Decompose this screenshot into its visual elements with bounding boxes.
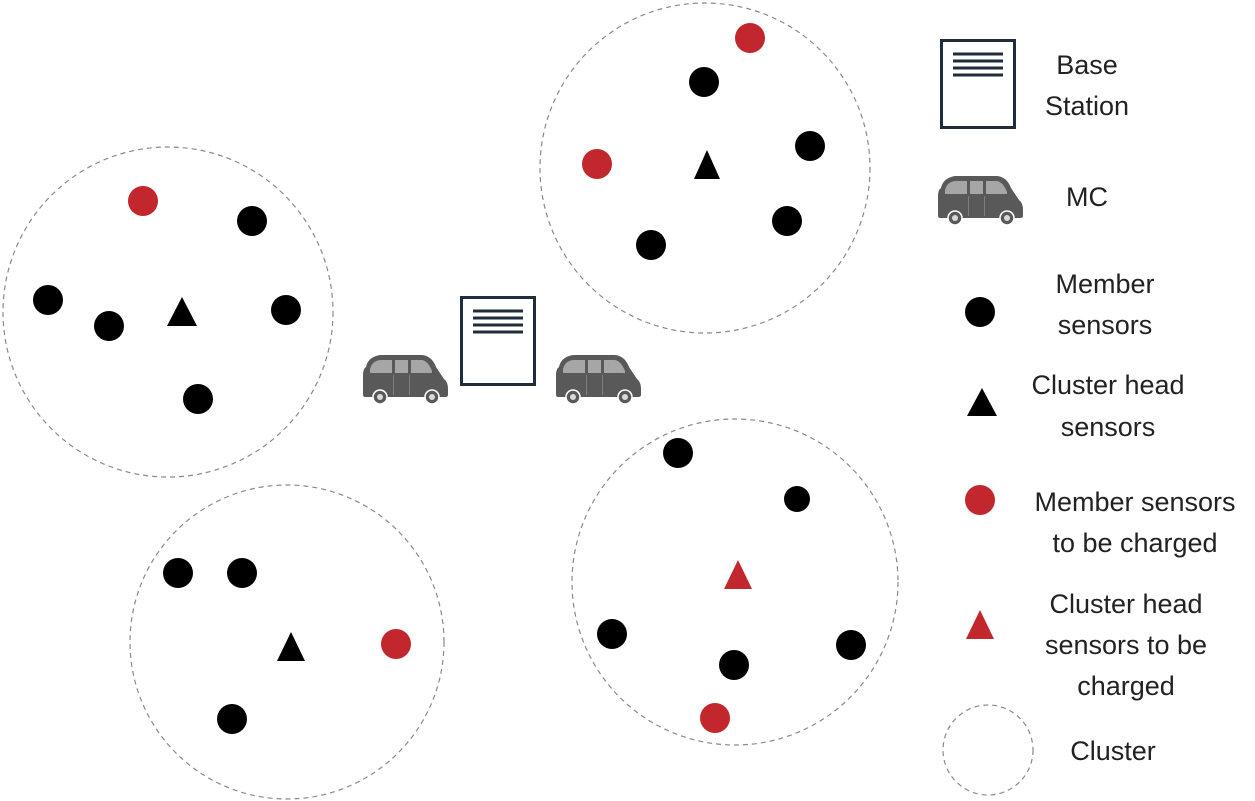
legend-label-line: Cluster head: [1031, 370, 1184, 400]
legend-label-line: MC: [1066, 182, 1108, 212]
mobile-charger-van-icon: [555, 354, 642, 405]
member-sensor-to-charge: [128, 186, 158, 216]
legend-member-charge-label: Member sensors to be charged: [1034, 487, 1235, 558]
member-sensor: [227, 558, 257, 588]
legend-cluster-label: Cluster: [1070, 736, 1156, 766]
legend-cluster-circle: [942, 704, 1034, 796]
legend-label-line: Member sensors: [1034, 487, 1235, 517]
cluster-head-sensor: [277, 632, 305, 661]
legend-label-line: Cluster head: [1049, 589, 1202, 619]
base-station-icon: [460, 296, 536, 386]
member-sensor: [237, 206, 267, 236]
member-sensor: [836, 630, 866, 660]
mobile-charger-van-icon: [937, 175, 1024, 226]
member-sensor: [183, 384, 213, 414]
cluster-head-sensor-to-charge: [724, 560, 752, 589]
member-sensor-to-charge: [381, 629, 411, 659]
member-sensor-to-charge: [700, 703, 730, 733]
cluster-circle: [129, 484, 445, 800]
member-sensor-to-charge: [735, 23, 765, 53]
member-sensor: [689, 67, 719, 97]
member-sensor: [33, 285, 63, 315]
legend-member-label: Member sensors: [1055, 269, 1154, 340]
legend-label-line: sensors to be: [1045, 630, 1207, 660]
member-sensor-to-charge: [582, 149, 612, 179]
cluster-circle: [539, 2, 871, 334]
member-sensor: [795, 131, 825, 161]
member-sensor: [597, 619, 627, 649]
member-sensor: [663, 438, 693, 468]
legend-cluster-head-triangle: [967, 388, 997, 416]
cluster-circle: [571, 418, 899, 746]
legend-label-line: Base: [1056, 50, 1118, 80]
member-sensor: [636, 230, 666, 260]
member-sensor: [163, 558, 193, 588]
member-sensor: [217, 704, 247, 734]
legend-label-line: to be charged: [1052, 528, 1217, 558]
legend-label-line: Cluster: [1070, 736, 1156, 766]
member-sensor: [719, 650, 749, 680]
legend-cluster-head-label: Cluster head sensors: [1031, 370, 1184, 442]
legend-label-line: sensors: [1061, 412, 1156, 442]
cluster-head-sensor: [167, 297, 197, 326]
cluster-head-sensor: [694, 150, 720, 179]
legend-head-charge-triangle: [966, 610, 994, 639]
legend-label-line: sensors: [1058, 310, 1153, 340]
legend-head-charge-label: Cluster head sensors to be charged: [1045, 589, 1207, 701]
member-sensor: [772, 206, 802, 236]
base-station-icon: [940, 39, 1016, 129]
legend-label-line: Member: [1055, 269, 1154, 299]
mobile-charger-van-icon: [362, 354, 449, 405]
legend-label-line: charged: [1077, 671, 1175, 701]
legend-mc-label: MC: [1066, 182, 1108, 212]
member-sensor: [94, 311, 124, 341]
member-sensor: [784, 486, 810, 512]
cluster-circle: [2, 146, 334, 478]
legend-member-charge-dot: [965, 485, 995, 515]
legend-label-line: Station: [1045, 91, 1129, 121]
legend-member-sensor-dot: [965, 297, 995, 327]
member-sensor: [271, 295, 301, 325]
